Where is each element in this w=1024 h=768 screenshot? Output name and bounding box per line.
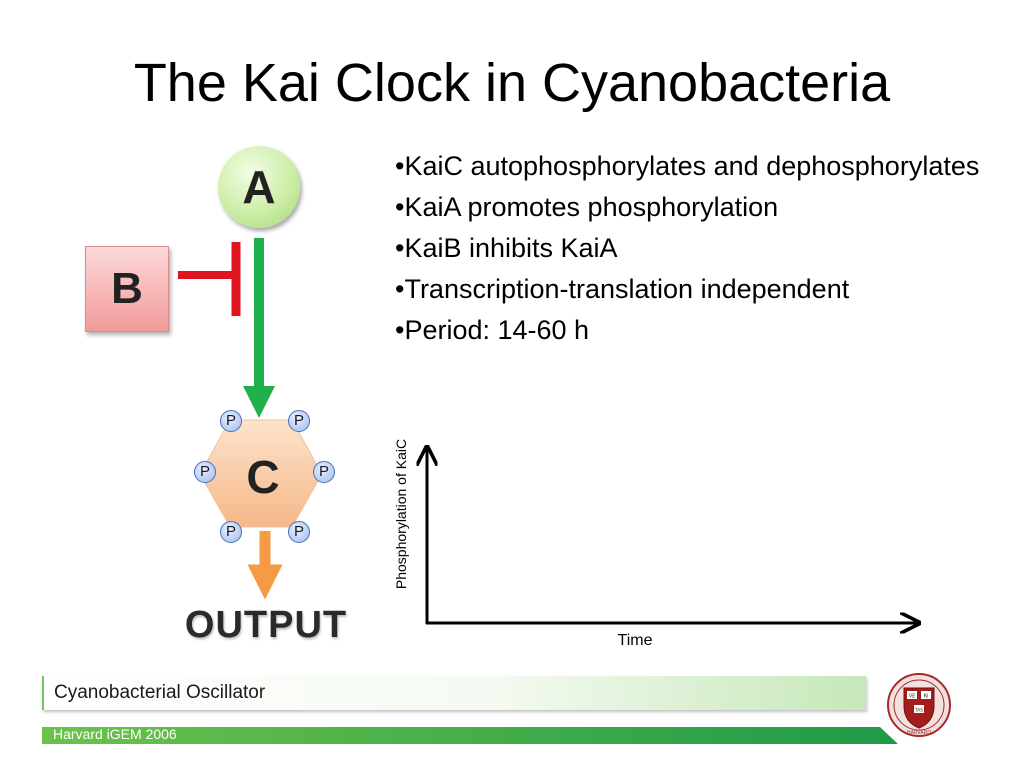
bullet-item: •KaiC autophosphorylates and dephosphory… xyxy=(395,151,980,181)
seal-text: TAS xyxy=(914,708,923,714)
node-kaib: B xyxy=(85,246,169,332)
slide-title: The Kai Clock in Cyanobacteria xyxy=(133,53,891,113)
seal-text: RI xyxy=(924,694,929,700)
bullet-list: •KaiC autophosphorylates and dephosphory… xyxy=(395,146,1005,351)
footer-section-bar xyxy=(42,676,866,710)
bullet-item: •Transcription-translation independent xyxy=(395,274,850,304)
seal-text: HARVARD xyxy=(907,730,931,736)
node-kaia: A xyxy=(218,146,300,228)
phosphate-badge: P xyxy=(220,410,242,432)
phosphate-badge: P xyxy=(288,521,310,543)
seal-text: VE xyxy=(909,694,916,700)
phosphate-badge: P xyxy=(288,410,310,432)
x-axis-label: Time xyxy=(617,632,653,649)
footer-section-label: Cyanobacterial Oscillator xyxy=(54,682,266,703)
bullet-item: •Period: 14-60 h xyxy=(395,315,590,345)
bullet-item: •KaiA promotes phosphorylation xyxy=(395,192,779,222)
output-label: OUTPUT xyxy=(184,604,348,646)
bullet-item: •KaiB inhibits KaiA xyxy=(395,233,618,263)
phosphate-badge: P xyxy=(220,521,242,543)
phosphate-badge: P xyxy=(194,461,216,483)
harvard-seal-icon: VE RI TAS HARVARD xyxy=(887,673,951,737)
footer-org-label: Harvard iGEM 2006 xyxy=(53,726,177,742)
node-kaic: C xyxy=(246,451,280,503)
phosphate-badge: P xyxy=(313,461,335,483)
